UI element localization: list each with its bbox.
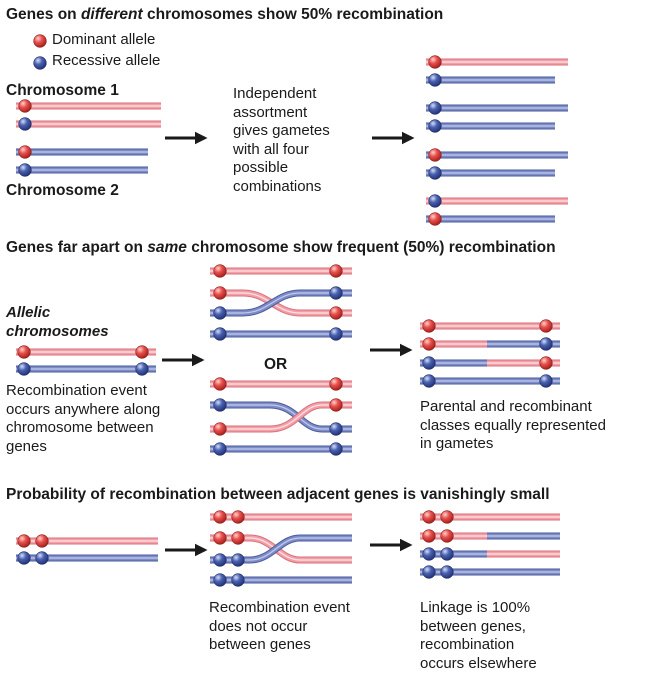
or-label: OR (264, 356, 288, 373)
dominant-allele (213, 422, 227, 436)
recessive-allele (329, 442, 343, 456)
linkage-caption: Linkage is 100% between genes, recombina… (420, 599, 537, 672)
title-part: Genes on (6, 6, 81, 23)
recessive-allele (231, 573, 245, 587)
dominant-allele (213, 264, 227, 278)
dominant-allele (329, 377, 343, 391)
dominant-allele (428, 148, 442, 162)
chromosome-1-label: Chromosome 1 (6, 82, 119, 99)
recessive-allele (18, 163, 32, 177)
strand-highlight (210, 292, 352, 314)
dominant-allele (329, 306, 343, 320)
dominant-allele (440, 529, 454, 543)
dominant-allele (422, 337, 436, 351)
title-part: Genes far apart on (6, 239, 148, 256)
title-emphasis: different (80, 6, 143, 23)
dominant-allele (422, 319, 436, 333)
recessive-allele (428, 101, 442, 115)
recessive-allele (422, 374, 436, 388)
recessive-allele (35, 551, 49, 565)
recessive-allele (428, 73, 442, 87)
title-part: chromosomes show 50% recombination (142, 6, 444, 23)
recessive-allele (440, 565, 454, 579)
recombination-anywhere-caption: Recombination event occurs anywhere alon… (6, 382, 161, 455)
dominant-allele (213, 377, 227, 391)
recessive-allele (422, 356, 436, 370)
recessive-allele (213, 306, 227, 320)
recessive-allele (329, 327, 343, 341)
recessive-allele (428, 119, 442, 133)
dominant-allele (329, 398, 343, 412)
recessive-allele (422, 565, 436, 579)
recessive-allele (231, 553, 245, 567)
dominant-allele (231, 531, 245, 545)
dominant-allele (213, 531, 227, 545)
dominant-allele (33, 34, 47, 48)
recessive-allele (18, 117, 32, 131)
dominant-allele (440, 510, 454, 524)
dominant-allele (231, 510, 245, 524)
dominant-allele (329, 264, 343, 278)
dominant-allele (17, 534, 31, 548)
title-part: chromosome show frequent (50%) recombina… (186, 239, 556, 256)
recessive-allele (440, 547, 454, 561)
dominant-allele (18, 99, 32, 113)
dominant-allele (17, 345, 31, 359)
recessive-allele (17, 551, 31, 565)
allelic-chromosomes-label: Allelic chromosomes (6, 304, 109, 340)
dominant-allele (35, 534, 49, 548)
recessive-allele (135, 362, 149, 376)
dominant-allele (18, 145, 32, 159)
chromosome-2-label: Chromosome 2 (6, 182, 119, 199)
title-emphasis: same (147, 239, 187, 256)
dominant-allele (135, 345, 149, 359)
recombination-not-occur-caption: Recombination event does not occur betwe… (209, 599, 350, 653)
independent-assortment-caption: Independent assortment gives gametes wit… (233, 85, 330, 195)
recessive-allele (329, 286, 343, 300)
recessive-allele (213, 327, 227, 341)
strand-highlight (210, 537, 352, 561)
dominant-allele (428, 212, 442, 226)
recessive-allele (213, 398, 227, 412)
dominant-allele (422, 529, 436, 543)
dominant-allele (428, 55, 442, 69)
section2-title: Genes far apart on same chromosome show … (6, 239, 556, 257)
parental-recombinant-caption: Parental and recombinant classes equally… (420, 398, 606, 452)
recessive-allele (213, 553, 227, 567)
dominant-allele (539, 319, 553, 333)
recessive-allele (539, 374, 553, 388)
legend-dominant-label: Dominant allele (52, 31, 156, 48)
section3-title: Probability of recombination between adj… (6, 486, 550, 503)
recessive-allele (33, 56, 47, 70)
dominant-allele (422, 510, 436, 524)
strand-highlight (210, 404, 352, 430)
recessive-allele (539, 337, 553, 351)
dominant-allele (213, 286, 227, 300)
legend-recessive-label: Recessive allele (52, 52, 161, 69)
recessive-allele (422, 547, 436, 561)
recessive-allele (329, 422, 343, 436)
recessive-allele (213, 442, 227, 456)
dominant-allele (539, 356, 553, 370)
recessive-allele (213, 573, 227, 587)
recessive-allele (428, 166, 442, 180)
section1-title: Genes on different chromosomes show 50% … (6, 6, 443, 24)
recessive-allele (428, 194, 442, 208)
recessive-allele (17, 362, 31, 376)
dominant-allele (213, 510, 227, 524)
